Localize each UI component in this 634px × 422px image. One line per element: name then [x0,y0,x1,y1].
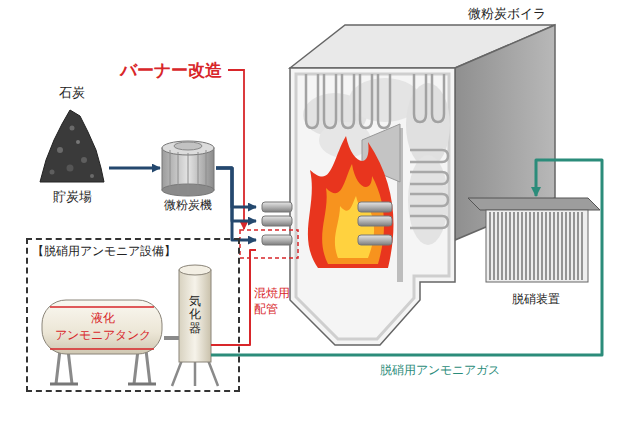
boiler: 微粉炭ボイラ [256,4,556,346]
coal-pile [81,157,87,163]
boiler-drawing [262,235,292,245]
pipe-label: 脱硝用アンモニアガス [380,362,500,379]
boiler-drawing [308,136,394,268]
boiler-drawing [290,68,455,345]
coal-yard: 石炭貯炭場 [35,84,109,206]
boiler-drawing [306,74,444,128]
coal-pile [90,174,94,178]
node-text: 液化 アンモニアタンク [42,310,164,344]
tank-drawing [42,300,162,354]
node-text: 脱硝装置 [512,291,560,308]
vaporizer-drawing [172,265,218,386]
tank-drawing [50,383,156,386]
coal-pile [67,165,74,172]
denox-drawing [468,198,600,282]
node-text: 【脱硝用アンモニア設備】 [32,243,176,260]
equipment-group: 【脱硝用アンモニア設備】液化 アンモニアタンク 気化器 [26,238,240,392]
pipe-connector [164,338,179,339]
coal-pile [40,110,104,182]
denox-drawing [490,212,582,280]
vaporizer-drawing [172,360,218,386]
node-text: 微粉炭ボイラ [468,6,546,23]
boiler-drawing [262,202,292,212]
boiler-drawing [358,216,392,226]
coal-pile [50,170,55,175]
coal-pile [76,140,80,144]
pipe-connector [211,160,602,355]
vaporizer-drawing [179,265,211,275]
boiler-drawing [240,25,555,345]
pipe-label: 混焼用 配管 [254,286,298,317]
tank-drawing [56,350,150,384]
pulverizer-drawing [162,141,214,196]
denox-drawing [468,198,600,210]
boiler-drawing [322,164,384,264]
boiler-drawing [408,155,448,245]
boiler-drawing [358,202,392,212]
pipe-line [109,167,160,170]
boiler-drawing [296,74,449,339]
vaporizer: 気化器 [179,268,211,362]
pipe-line [211,250,256,345]
coal-pile [57,147,63,153]
pipe-line [164,336,179,340]
node-text: 微粉炭機 [164,197,212,214]
pulverizer-drawing [174,142,202,150]
callout-label: バーナー改造 [120,59,222,82]
node-text: 貯炭場 [53,188,92,206]
node-text: 石炭 [59,84,85,102]
boiler-drawing [410,150,448,228]
pipe-line [216,168,256,221]
pulverizer: 微粉炭機 [160,136,216,214]
coal-pile [40,110,104,182]
pipe-connector [109,168,160,169]
denox-unit: 脱硝装置 [478,196,594,308]
ammonia-tank: 液化 アンモニアタンク [42,300,164,354]
pipe-line [216,168,256,240]
pipe-line [216,168,256,207]
denox-drawing [486,210,588,282]
pipe-connector [216,168,256,240]
vaporizer-drawing [179,270,211,362]
boiler-drawing [262,216,292,226]
boiler-drawing [240,230,298,258]
boiler-drawing [358,235,392,245]
pulverizer-drawing [170,150,206,195]
pipe-line [211,160,602,355]
pipe-connector [211,250,256,345]
callout-leader [228,70,244,229]
node-text: 気化器 [189,295,201,335]
coal-pile [70,126,75,131]
